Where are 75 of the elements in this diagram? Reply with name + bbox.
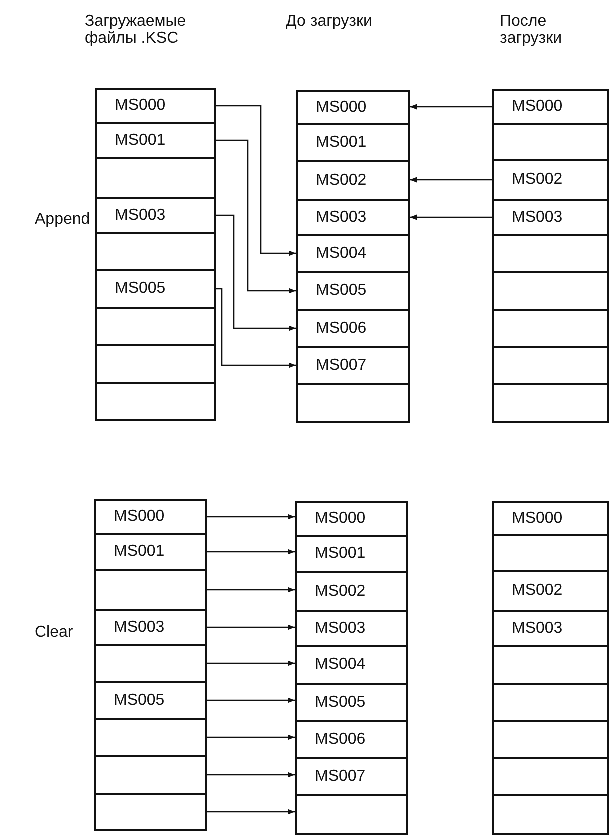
memory-slot bbox=[492, 123, 609, 161]
memory-slot bbox=[95, 157, 216, 199]
column-heading: Загружаемые файлы .KSC bbox=[85, 13, 188, 47]
arrow bbox=[216, 288, 296, 368]
arrow bbox=[216, 105, 296, 256]
memory-slot bbox=[492, 309, 609, 348]
memory-slot: MS005 bbox=[94, 681, 207, 720]
arrow bbox=[410, 214, 492, 220]
memory-slot bbox=[492, 346, 609, 385]
memory-slot: MS004 bbox=[296, 234, 410, 273]
memory-slot bbox=[295, 794, 408, 835]
memory-slot: MS003 bbox=[295, 610, 408, 647]
memory-slot bbox=[492, 271, 609, 311]
memory-slot bbox=[95, 382, 216, 421]
memory-slot bbox=[492, 234, 609, 273]
memory-slot: MS007 bbox=[296, 346, 410, 385]
column-heading: После загрузки bbox=[500, 13, 564, 47]
memory-slot bbox=[492, 645, 609, 685]
memory-slot bbox=[95, 307, 216, 346]
memory-slot: MS000 bbox=[492, 89, 609, 125]
memory-slot: MS003 bbox=[296, 199, 410, 236]
memory-slot: MS002 bbox=[295, 571, 408, 612]
memory-slot bbox=[492, 720, 609, 759]
memory-slot: MS007 bbox=[295, 757, 408, 796]
arrow bbox=[207, 624, 295, 630]
arrow bbox=[207, 549, 295, 555]
memory-slot: MS001 bbox=[94, 533, 207, 571]
memory-slot: MS001 bbox=[295, 535, 408, 573]
memory-slot: MS003 bbox=[94, 609, 207, 646]
memory-slot bbox=[492, 383, 609, 423]
memory-slot: MS000 bbox=[296, 90, 410, 125]
memory-slot bbox=[95, 232, 216, 271]
memory-slot: MS000 bbox=[295, 501, 408, 537]
arrow bbox=[207, 809, 295, 815]
memory-slot bbox=[94, 793, 207, 831]
memory-slot bbox=[94, 569, 207, 611]
memory-slot: MS006 bbox=[295, 720, 408, 759]
memory-slot: MS003 bbox=[95, 197, 216, 234]
arrow bbox=[216, 214, 296, 332]
memory-slot: MS001 bbox=[296, 123, 410, 162]
memory-slot: MS000 bbox=[492, 501, 609, 536]
memory-slot: MS003 bbox=[492, 199, 609, 236]
mode-label: Append bbox=[35, 211, 92, 228]
memory-slot: MS004 bbox=[295, 645, 408, 685]
memory-slot bbox=[492, 757, 609, 796]
memory-slot bbox=[492, 683, 609, 722]
memory-slot bbox=[94, 718, 207, 757]
arrow bbox=[207, 734, 295, 740]
memory-slot: MS002 bbox=[296, 160, 410, 201]
column-heading: До загрузки bbox=[286, 13, 374, 30]
arrow bbox=[207, 772, 295, 778]
arrow bbox=[207, 660, 295, 666]
memory-slot: MS002 bbox=[492, 159, 609, 201]
memory-slot: MS000 bbox=[94, 499, 207, 535]
memory-slot: MS002 bbox=[492, 570, 609, 612]
arrow bbox=[410, 104, 492, 110]
arrow bbox=[410, 177, 492, 183]
arrow bbox=[207, 587, 295, 593]
memory-slot bbox=[492, 794, 609, 835]
arrow bbox=[207, 698, 295, 704]
memory-slot: MS005 bbox=[295, 683, 408, 722]
memory-slot: MS005 bbox=[95, 269, 216, 309]
memory-slot: MS000 bbox=[95, 88, 216, 124]
memory-slot bbox=[94, 755, 207, 795]
mode-label: Clear bbox=[35, 624, 74, 641]
memory-slot: MS003 bbox=[492, 610, 609, 647]
memory-slot bbox=[95, 344, 216, 384]
memory-slot bbox=[296, 383, 410, 423]
memory-slot bbox=[492, 534, 609, 572]
memory-slot bbox=[94, 644, 207, 683]
memory-slot: MS001 bbox=[95, 122, 216, 159]
arrow bbox=[216, 140, 296, 294]
memory-slot: MS006 bbox=[296, 309, 410, 348]
memory-slot: MS005 bbox=[296, 271, 410, 311]
arrow bbox=[207, 514, 295, 520]
